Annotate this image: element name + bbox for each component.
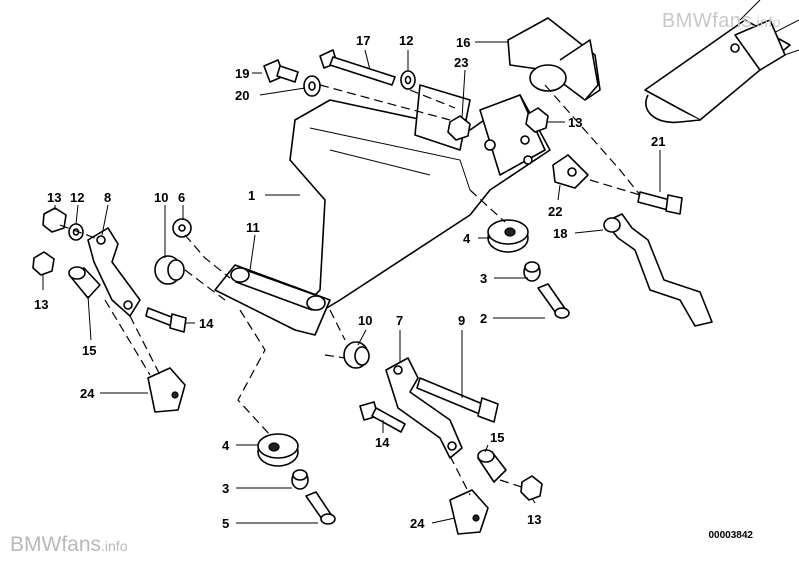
callout-24-left: 24 [80, 386, 95, 401]
plate-part-24-bottom [449, 489, 489, 535]
watermark-top: BMWfans.info [662, 10, 781, 33]
callout-16: 16 [456, 35, 470, 50]
callout-14-left: 14 [199, 316, 214, 331]
callout-12-top: 12 [399, 33, 413, 48]
callout-20: 20 [235, 88, 249, 103]
nut-part-13-left-lower [32, 251, 55, 276]
callout-10-center: 10 [358, 313, 372, 328]
bolt-part-17 [319, 49, 396, 86]
callout-18: 18 [553, 226, 567, 241]
callout-3-lower: 3 [222, 481, 229, 496]
washer-part-6 [172, 218, 192, 238]
washer-part-20 [303, 75, 321, 97]
leader-lines [42, 41, 661, 524]
nut-part-23 [447, 115, 471, 141]
callout-13-top: 13 [568, 115, 582, 130]
callout-9: 9 [458, 313, 465, 328]
bolt-part-19 [263, 59, 299, 83]
callout-23: 23 [454, 55, 468, 70]
washer-part-12-top [400, 70, 416, 90]
callout-5: 5 [222, 516, 229, 531]
callout-13-left-lower: 13 [34, 297, 48, 312]
callout-15-left: 15 [82, 343, 96, 358]
callout-24-bottom: 24 [410, 516, 425, 531]
callout-4-upper: 4 [463, 231, 471, 246]
bushing-part-22 [552, 154, 589, 189]
watermark-suffix-bottom: .info [101, 538, 128, 554]
callout-2: 2 [480, 311, 487, 326]
bracket-part-8 [87, 227, 141, 317]
plate-part-24-left [147, 367, 186, 413]
bolt-part-21 [637, 191, 683, 215]
nut-part-13-left-upper [42, 207, 67, 233]
callout-8: 8 [104, 190, 111, 205]
main-bracket-part-1 [289, 84, 551, 316]
tube-part-11 [214, 264, 331, 336]
rubber-mount-part-4-upper [487, 219, 529, 253]
callout-3-upper: 3 [480, 271, 487, 286]
callout-15-center: 15 [490, 430, 504, 445]
lever-part-18 [603, 213, 713, 327]
spacer-part-3-lower [291, 469, 309, 490]
callout-19: 19 [235, 66, 249, 81]
bolt-part-5 [305, 491, 336, 525]
nut-part-13-top [525, 107, 549, 133]
callout-12-left: 12 [70, 190, 84, 205]
callout-14-center: 14 [375, 435, 390, 450]
callout-10-left: 10 [154, 190, 168, 205]
nut-part-13-bottom [520, 475, 543, 501]
watermark-suffix-top: .info [752, 14, 781, 30]
callout-22: 22 [548, 204, 562, 219]
callout-labels: 1 2 3 3 4 4 5 6 7 8 9 10 10 11 12 12 13 … [34, 33, 665, 531]
callout-13-bottom: 13 [527, 512, 541, 527]
rubber-mount-part-4-lower [257, 433, 299, 467]
watermark-brand-bottom: BMWfans [10, 533, 102, 556]
callout-1: 1 [248, 188, 255, 203]
bolt-part-14-center [359, 401, 406, 433]
callout-7: 7 [396, 313, 403, 328]
callout-11: 11 [246, 220, 260, 235]
clamp-part-16 [507, 17, 601, 101]
watermark-brand-top: BMWfans [661, 10, 753, 32]
bolt-part-2 [537, 283, 570, 319]
callout-6: 6 [178, 190, 185, 205]
steering-column [644, 0, 799, 124]
callout-4-lower: 4 [222, 438, 230, 453]
bracket-part-7 [385, 357, 463, 459]
bolt-part-9 [416, 377, 499, 423]
bushing-part-15-left [68, 266, 101, 299]
bushing-part-10-left [154, 255, 185, 285]
callout-13-left-upper: 13 [47, 190, 61, 205]
assembly-lines [59, 84, 641, 496]
callout-21: 21 [651, 134, 665, 149]
bushing-part-15-center [477, 449, 507, 483]
callout-17: 17 [356, 33, 370, 48]
bushing-part-10-center [343, 341, 370, 369]
spacer-part-3-upper [523, 261, 541, 282]
diagram-code: 00003842 [708, 530, 754, 541]
watermark-bottom: BMWfans.info [10, 533, 127, 557]
washer-part-12-left [68, 223, 84, 241]
bolt-part-14-left [145, 307, 187, 333]
